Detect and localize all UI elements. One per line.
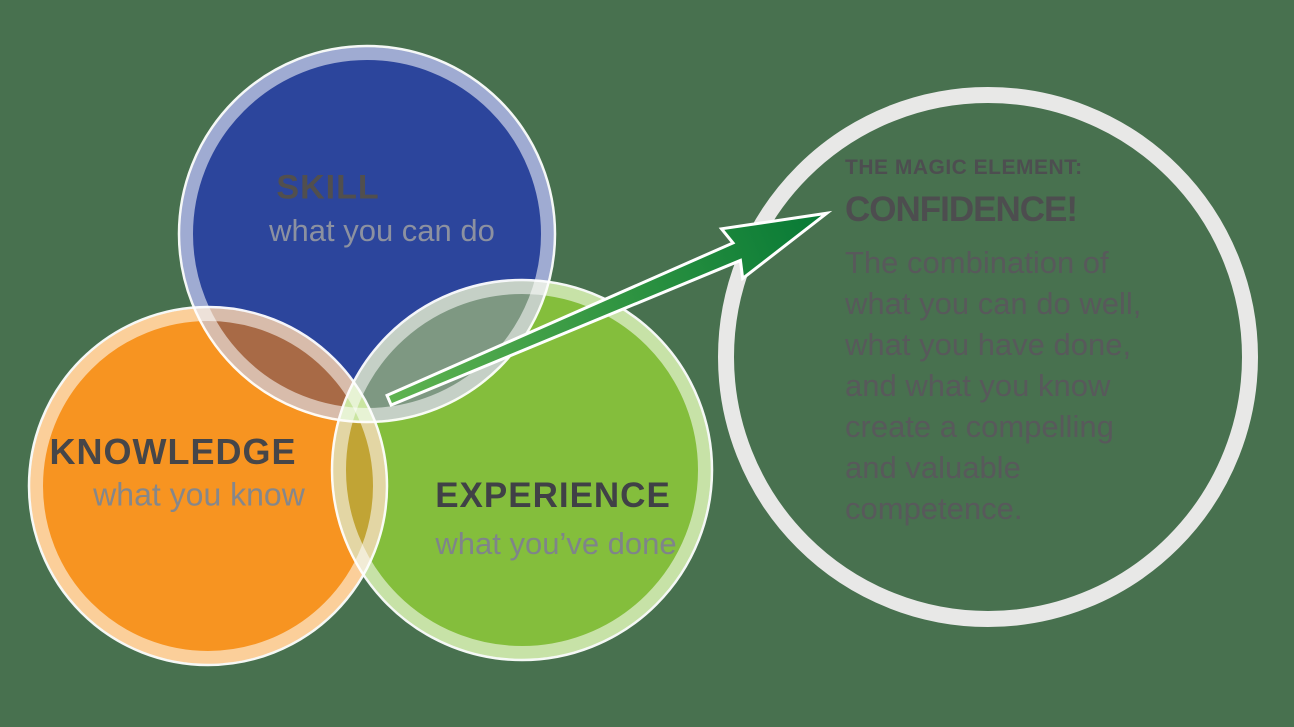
knowledge-circle-rim xyxy=(30,308,386,664)
experience-circle-outline xyxy=(330,278,714,662)
confidence-ring-circle xyxy=(718,87,1258,627)
arrow-icon xyxy=(385,210,833,408)
experience-circle-rim xyxy=(333,281,711,659)
arrow-group xyxy=(385,210,833,408)
knowledge-circle-outline xyxy=(27,305,389,667)
skill-experience-overlap xyxy=(333,281,554,421)
